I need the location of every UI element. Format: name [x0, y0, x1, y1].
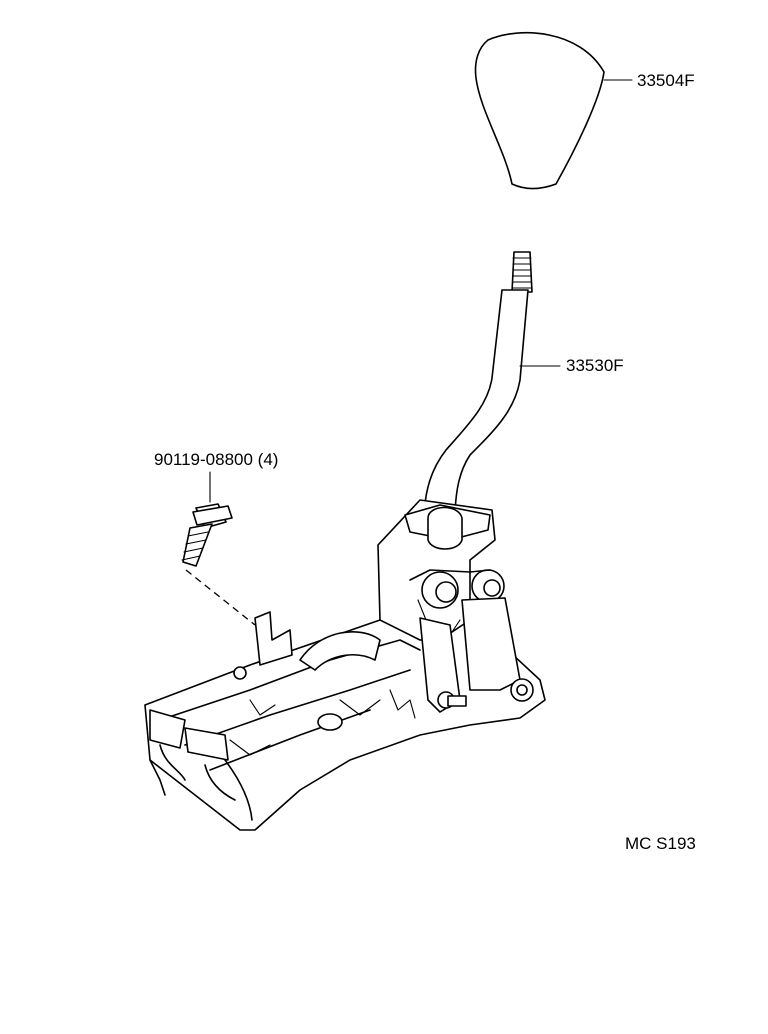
figure-code: MC S193	[625, 834, 696, 853]
shift-lever-housing-drawing	[144, 499, 546, 831]
bolt-drawing	[181, 503, 233, 567]
shift-knob-part-number[interactable]: 33504F	[637, 71, 695, 90]
shift-lever-part-number[interactable]: 33530F	[566, 356, 624, 375]
bolt-part-number[interactable]: 90119-08800 (4)	[154, 450, 279, 469]
shift-lever-drawing	[423, 251, 533, 523]
bolt-installation-guide-line	[185, 569, 256, 626]
shift-knob-drawing	[474, 31, 605, 190]
